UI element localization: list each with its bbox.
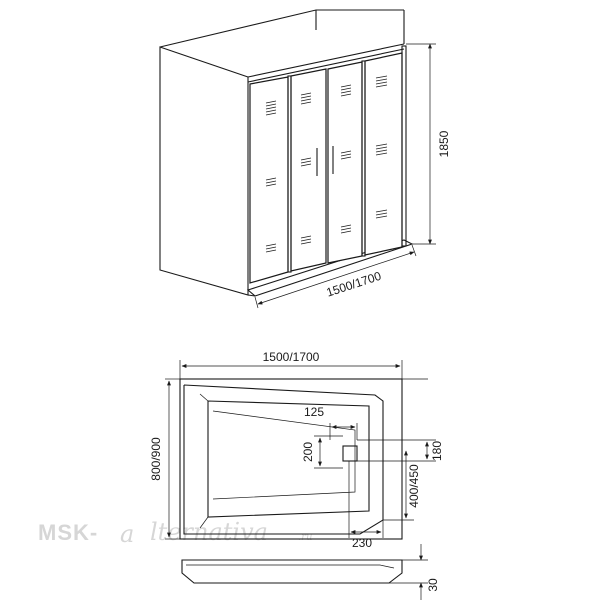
dimension-tray-width: 1500/1700 (179, 350, 428, 380)
threshold-edge (247, 294, 256, 297)
tray-plan-view: 1500/1700 800/900 125 200 (149, 350, 444, 550)
tray-slope-inner (212, 410, 356, 500)
drain (342, 445, 358, 462)
dimension-180: 180 (357, 439, 444, 462)
watermark-brand-at: a (120, 520, 134, 548)
dimension-tray-depth: 800/900 (149, 378, 180, 540)
top-frame (247, 43, 405, 78)
perspective-view: 1850 1500/1700 (159, 9, 451, 309)
tray-side-lip (186, 564, 395, 569)
hinge-post-left (287, 75, 292, 273)
watermark-brand-left: MSK- (38, 520, 98, 545)
label-tray-depth: 800/900 (149, 437, 163, 481)
tray-corner-tl (199, 393, 209, 402)
glass-panel-4 (364, 52, 403, 256)
label-230: 230 (352, 536, 372, 550)
watermark-brand-right: lternativa (150, 518, 268, 546)
left-wall (159, 46, 249, 296)
dimension-125: 125 (304, 405, 358, 440)
label-tray-width: 1500/1700 (263, 350, 320, 364)
label-width-perspective: 1500/1700 (325, 269, 384, 300)
watermark-brand-tld: .ru (298, 532, 312, 543)
back-wall-top (159, 9, 404, 48)
wall-profile-right (401, 45, 407, 247)
label-tray-height: 30 (426, 578, 440, 592)
tray-basin (207, 400, 370, 518)
tray-side-outline (181, 559, 403, 584)
tray-side-view: 30 (181, 544, 440, 600)
glass-panel-1 (249, 76, 289, 284)
label-height: 1850 (437, 130, 451, 157)
watermark: MSK- a lternativa .ru (38, 518, 312, 548)
glass-decor-stripes (265, 75, 388, 253)
tray-corner-bl (199, 516, 209, 529)
label-125: 125 (304, 405, 324, 419)
label-180: 180 (430, 441, 444, 461)
dimension-height: 1850 (406, 43, 451, 245)
dimension-400-450: 400/450 (383, 450, 421, 521)
top-frame-inner (247, 48, 405, 83)
label-400-450: 400/450 (407, 464, 421, 508)
hinge-post-right (361, 60, 366, 257)
tray-outline (179, 378, 403, 540)
dimension-230: 230 (348, 461, 384, 550)
label-200: 200 (301, 442, 315, 462)
dimension-200: 200 (301, 435, 343, 469)
